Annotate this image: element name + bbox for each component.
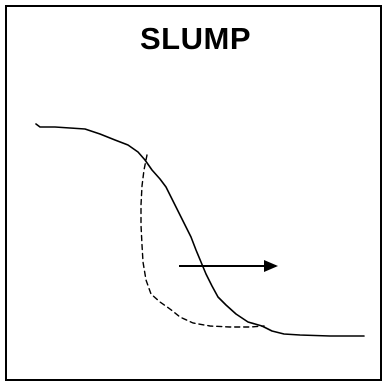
slump-failure-surface-dashed xyxy=(140,154,265,328)
diagram-frame: SLUMP xyxy=(5,5,382,381)
slope-surface-line xyxy=(35,123,365,337)
diagram-title: SLUMP xyxy=(140,21,251,56)
